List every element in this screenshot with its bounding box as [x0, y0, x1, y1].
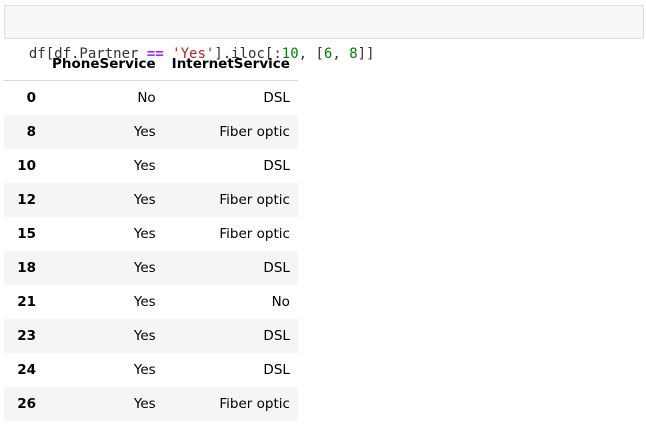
cell-internetservice: Fiber optic	[219, 192, 290, 208]
cell-internetservice: DSL	[263, 260, 290, 276]
row-index: 21	[17, 294, 36, 310]
dataframe-output-table: PhoneService InternetService 0 No DSL 8 …	[4, 47, 298, 421]
cell-phoneservice: Yes	[133, 260, 156, 276]
table-row: 15 Yes Fiber optic	[4, 217, 298, 251]
column-header-phoneservice: PhoneService	[44, 47, 164, 81]
table-row: 10 Yes DSL	[4, 149, 298, 183]
table-row: 23 Yes DSL	[4, 319, 298, 353]
code-token: ,	[332, 46, 350, 62]
cell-phoneservice: Yes	[133, 192, 156, 208]
cell-internetservice: DSL	[263, 90, 290, 106]
row-index: 23	[17, 328, 36, 344]
row-index: 0	[26, 90, 36, 106]
index-column-header	[4, 47, 44, 81]
table-row: 8 Yes Fiber optic	[4, 115, 298, 149]
cell-phoneservice: No	[137, 90, 156, 106]
table-row: 18 Yes DSL	[4, 251, 298, 285]
row-index: 26	[17, 396, 36, 412]
table-body: 0 No DSL 8 Yes Fiber optic 10 Yes DSL 12…	[4, 80, 298, 421]
cell-internetservice: DSL	[263, 328, 290, 344]
row-index: 15	[17, 226, 36, 242]
header-row: PhoneService InternetService	[4, 47, 298, 81]
cell-phoneservice: Yes	[133, 294, 156, 310]
table-row: 21 Yes No	[4, 285, 298, 319]
row-index: 8	[26, 124, 36, 140]
cell-phoneservice: Yes	[133, 124, 156, 140]
code-token: 8	[349, 46, 358, 62]
cell-internetservice: Fiber optic	[219, 226, 290, 242]
row-index: 10	[17, 158, 36, 174]
row-index: 12	[17, 192, 36, 208]
cell-internetservice: Fiber optic	[219, 396, 290, 412]
cell-internetservice: Fiber optic	[219, 124, 290, 140]
code-token: 6	[323, 46, 333, 62]
code-token: ]]	[357, 46, 375, 62]
cell-phoneservice: Yes	[133, 362, 156, 378]
table-header: PhoneService InternetService	[4, 47, 298, 81]
column-header-internetservice: InternetService	[163, 47, 298, 81]
row-index: 18	[17, 260, 36, 276]
code-token: , [	[298, 46, 324, 62]
cell-internetservice: No	[271, 294, 290, 310]
cell-internetservice: DSL	[263, 158, 290, 174]
table-row: 24 Yes DSL	[4, 353, 298, 387]
cell-phoneservice: Yes	[133, 226, 156, 242]
table-row: 0 No DSL	[4, 80, 298, 115]
cell-phoneservice: Yes	[133, 328, 156, 344]
row-index: 24	[17, 362, 36, 378]
cell-internetservice: DSL	[263, 362, 290, 378]
table-row: 26 Yes Fiber optic	[4, 387, 298, 421]
table-row: 12 Yes Fiber optic	[4, 183, 298, 217]
cell-phoneservice: Yes	[133, 396, 156, 412]
code-input-cell[interactable]: df[df.Partner == 'Yes'].iloc[:10, [6, 8]…	[4, 5, 644, 62]
cell-phoneservice: Yes	[133, 158, 156, 174]
